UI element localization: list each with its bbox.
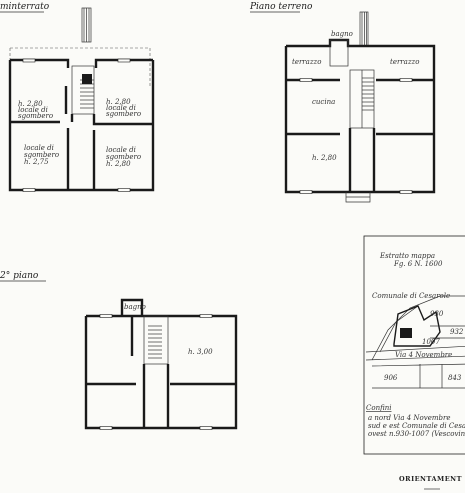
plan-ground-floor: minterrato h. 2,80 locale di sgombero h.… [0,2,155,192]
room-label: sgombero [106,110,141,118]
plan-second-floor: 2° piano bagno h. 3,00 [0,271,238,430]
room-label: locale di [18,106,48,114]
room-label: terrazzo [292,58,321,66]
cadastral-map: Estratto mappa Fg. 6 N. 1600 Comunale di… [363,235,465,455]
property-building [400,328,412,338]
room-label: cucina [312,98,335,106]
room-label: locale di [106,146,136,154]
plan-title-second: 2° piano [0,271,39,281]
confini-line: a nord Via 4 Novembre [368,414,450,422]
plan-title-first: Piano terreno [249,2,313,12]
room-label: sgombero [18,112,53,120]
map-label: Via 4 Novembre [395,351,452,359]
confini-line: sud e est Comunale di Cesarole [368,422,465,430]
room-label: locale di [106,104,136,112]
orientation-label: ORIENTAMENT [399,475,462,483]
plan-first-floor: Piano terreno bagno terraz [249,2,436,203]
room-label: h. 2,80 [106,98,131,106]
map-label: 906 [384,374,398,382]
room-label: h. 3,00 [188,348,213,356]
room-label: sgombero [106,153,141,161]
staircase [71,65,95,115]
map-label: 843 [448,374,462,382]
map-frame [363,235,465,455]
plan-title-ground: minterrato [0,2,50,12]
room-label: h. 2,80 [312,154,337,162]
room-label: h. 2,80 [106,160,131,168]
room-label: h. 2,75 [24,158,49,166]
map-label: 1007 [422,338,440,346]
room-label: h. 2,80 [18,100,43,108]
map-subtitle: Fg. 6 N. 1600 [393,260,443,268]
room-label: terrazzo [390,58,419,66]
confini-title: Confini [366,404,392,412]
room-label: sgombero [24,151,59,159]
map-label: 930 [430,310,444,318]
confini-line: ovest n.930-1007 (Vescovini) [368,430,465,438]
room-label: locale di [24,144,54,152]
map-label: 932 [450,328,464,336]
orientation-label-group: ORIENTAMENT [399,475,462,490]
bathroom [329,39,349,67]
room-label: bagno [124,303,146,311]
map-title: Estratto mappa [379,252,435,260]
staircase [143,315,169,365]
room-label: bagno [331,30,353,38]
map-label: Comunale di Cesarole [372,292,450,300]
